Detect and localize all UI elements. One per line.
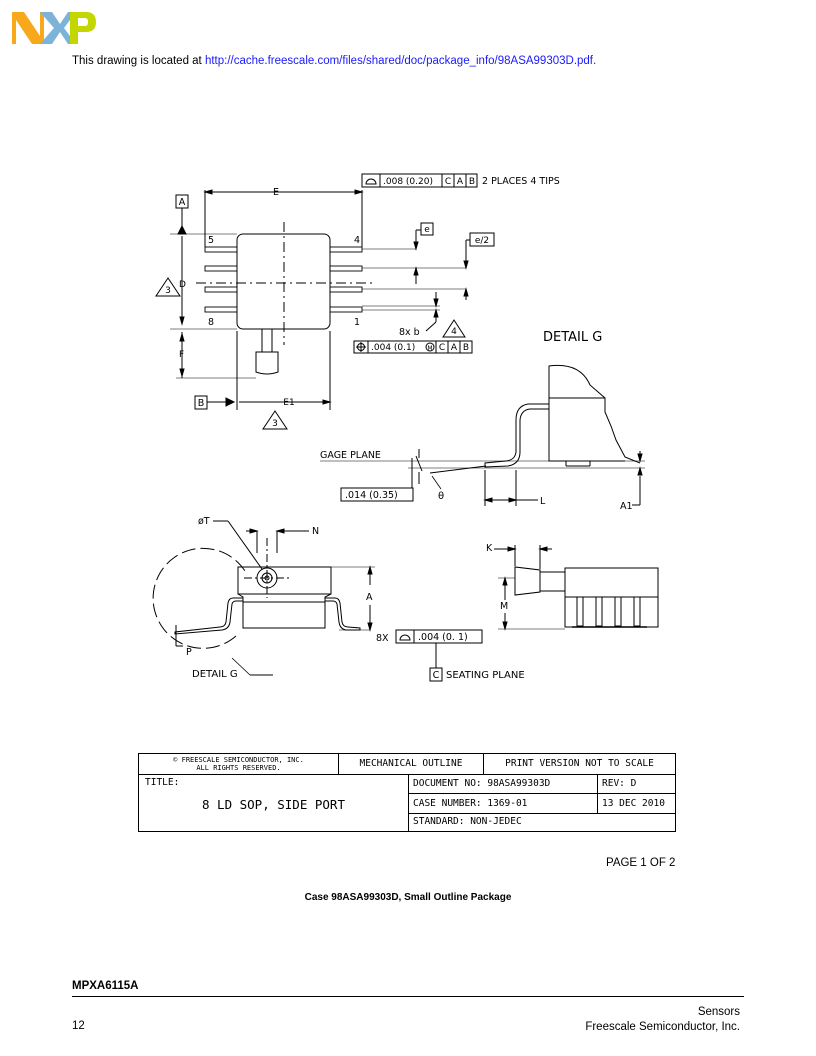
note-3-marker: 3 <box>165 286 171 296</box>
fcf-top-note: 2 PLACES 4 TIPS <box>482 176 560 187</box>
title-cell: TITLE: 8 LD SOP, SIDE PORT <box>139 775 409 831</box>
datum-a-label: A <box>179 197 186 208</box>
seating-plane-label: SEATING PLANE <box>446 670 525 681</box>
copyright-line-1: © FREESCALE SEMICONDUCTOR, INC. <box>173 756 304 764</box>
pin-4-label: 4 <box>354 235 360 246</box>
note-3-marker-bottom: 3 <box>272 419 278 429</box>
fcf-pos-datum-c: C <box>439 343 445 353</box>
intro-text: This drawing is located at <box>72 55 205 67</box>
standard-cell: STANDARD: NON-JEDEC <box>413 816 522 827</box>
theta-label: θ <box>438 491 444 502</box>
outline-type-cell: MECHANICAL OUTLINE <box>339 754 484 775</box>
flatness-count: 8X <box>376 633 389 644</box>
dim-e-label: E <box>273 187 279 198</box>
page-number: 12 <box>72 1020 85 1032</box>
dim-a1-label: A1 <box>620 501 633 512</box>
detail-g-title: DETAIL G <box>543 330 602 345</box>
dim-m-label: M <box>500 601 508 612</box>
document-no-cell: DOCUMENT NO: 98ASA99303D <box>409 775 598 794</box>
detail-g-callout: DETAIL G <box>192 669 238 680</box>
dim-f-label: F <box>179 350 184 360</box>
page-indicator: PAGE 1 OF 2 <box>606 857 676 869</box>
end-view <box>494 545 659 631</box>
fcf-top-datum-a: A <box>457 177 464 187</box>
nxp-logo <box>12 12 96 44</box>
fcf-pos-datum-b: B <box>463 343 469 353</box>
datum-b-label: B <box>198 398 205 409</box>
fcf-top-datum-c: C <box>445 177 451 187</box>
dim-p-label: P <box>186 647 192 658</box>
footer-company: Freescale Semiconductor, Inc. <box>585 1021 740 1033</box>
gage-plane-value: .014 (0.35) <box>345 490 398 501</box>
copyright-line-2: ALL RIGHTS RESERVED. <box>196 764 281 772</box>
pin-1-label: 1 <box>354 317 360 328</box>
fcf-top-value: .008 (0.20) <box>383 177 433 187</box>
detail-g-view <box>320 364 645 506</box>
title-label: TITLE: <box>145 777 180 788</box>
note-4-marker: 4 <box>451 327 457 337</box>
fcf-top-datum-b: B <box>469 177 475 187</box>
dim-n-label: N <box>312 526 319 537</box>
fcf-pos-datum-a: A <box>451 343 458 353</box>
case-number-cell: CASE NUMBER: 1369-01 <box>409 794 598 814</box>
scale-note-cell: PRINT VERSION NOT TO SCALE <box>484 754 675 775</box>
drawing-location-note: This drawing is located at http://cache.… <box>72 55 596 67</box>
dim-a-label: A <box>366 592 373 603</box>
product-name: MPXA6115A <box>72 980 139 992</box>
footer-divider <box>72 996 744 997</box>
pin-8-label: 8 <box>208 317 214 328</box>
datum-c-label: C <box>433 670 440 681</box>
dim-l-label: L <box>540 496 546 507</box>
side-view <box>152 520 483 682</box>
lead-pitch-half-label: e/2 <box>475 236 489 246</box>
lead-width-label: 8x b <box>399 327 420 338</box>
package-drawing-link[interactable]: http://cache.freescale.com/files/shared/… <box>204 55 597 67</box>
figure-caption: Case 98ASA99303D, Small Outline Package <box>304 892 512 903</box>
rev-cell: REV: D <box>598 775 675 794</box>
copyright-cell: © FREESCALE SEMICONDUCTOR, INC. ALL RIGH… <box>139 754 339 775</box>
title-block: © FREESCALE SEMICONDUCTOR, INC. ALL RIGH… <box>138 753 676 832</box>
package-title: 8 LD SOP, SIDE PORT <box>202 797 345 812</box>
fcf-pos-modifier: M <box>427 345 432 352</box>
footer-company-block: Sensors Freescale Semiconductor, Inc. <box>585 1005 740 1035</box>
gage-plane-label: GAGE PLANE <box>320 450 381 461</box>
dim-e1-label: E1 <box>283 398 294 408</box>
dim-k-label: K <box>486 543 493 554</box>
pin-5-label: 5 <box>208 235 214 246</box>
dim-phi-t-label: øT <box>198 516 210 527</box>
fcf-pos-value: .004 (0.1) <box>371 343 415 353</box>
lead-pitch-label: e <box>424 225 430 235</box>
date-cell: 13 DEC 2010 <box>598 794 675 814</box>
dim-d-label: D <box>179 280 186 290</box>
footer-section: Sensors <box>697 1006 740 1018</box>
top-view <box>155 173 495 430</box>
flatness-value: .004 (0. 1) <box>418 632 468 643</box>
